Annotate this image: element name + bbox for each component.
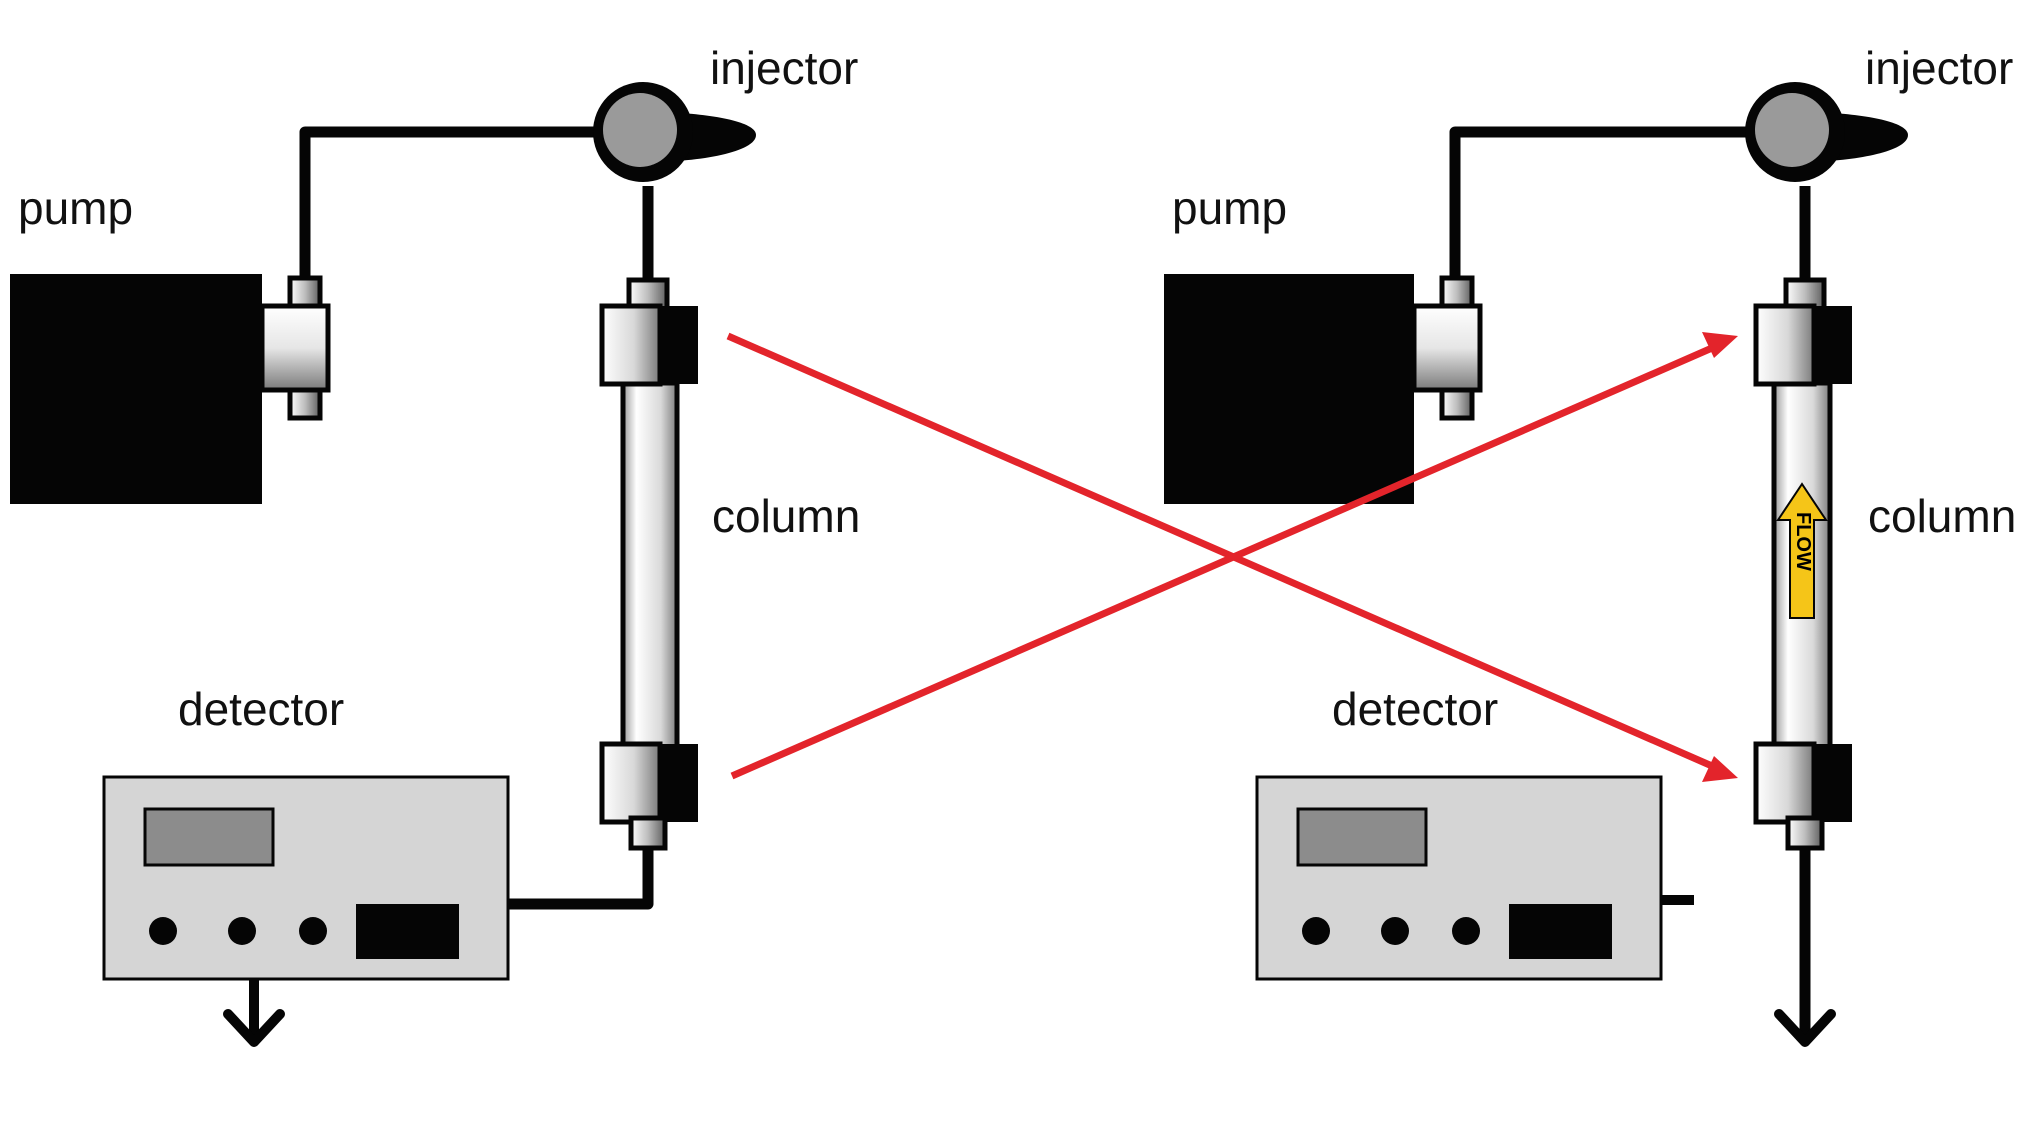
pump-body bbox=[10, 274, 262, 504]
inlet-to-bottom-arrowhead bbox=[1702, 756, 1738, 782]
detector-knob bbox=[149, 917, 177, 945]
detector-panel bbox=[356, 904, 459, 959]
outlet-arrow bbox=[1774, 1009, 1836, 1047]
pump-label: pump bbox=[18, 182, 133, 234]
detector-screen bbox=[1296, 807, 1428, 867]
waste-arrow bbox=[223, 1009, 285, 1047]
flow-label: FLOW bbox=[1792, 512, 1814, 571]
detector-knob bbox=[1302, 917, 1330, 945]
column-bottom-fitting bbox=[1753, 741, 1817, 825]
column-reversed: FLOW bbox=[1753, 277, 1852, 851]
injector-rotor bbox=[603, 93, 677, 167]
column-label: column bbox=[712, 490, 860, 542]
detector-label: detector bbox=[178, 683, 344, 735]
detector-label: detector bbox=[1332, 683, 1498, 735]
column-outlet-fitting bbox=[599, 741, 663, 825]
inlet-to-bottom-arrow-line bbox=[726, 332, 1714, 770]
pump-label: pump bbox=[1172, 182, 1287, 234]
detector bbox=[102, 775, 510, 1047]
pump-outlet-fitting bbox=[259, 303, 331, 393]
column-swap-arrows bbox=[726, 332, 1738, 782]
injector-label: injector bbox=[710, 42, 858, 94]
detector-screen bbox=[143, 807, 275, 867]
detector-knob bbox=[1452, 917, 1480, 945]
detector-knob bbox=[299, 917, 327, 945]
pump-to-injector-tubing bbox=[299, 126, 600, 285]
column-to-detector-tubing bbox=[508, 840, 654, 910]
column-top-fitting bbox=[1753, 303, 1817, 387]
detector-knob bbox=[228, 917, 256, 945]
pump-to-injector-tubing bbox=[1449, 126, 1750, 285]
injector-rotor bbox=[1755, 93, 1829, 167]
pump-body bbox=[1164, 274, 1414, 504]
pump-outlet-fitting bbox=[1411, 303, 1483, 393]
column-tube bbox=[620, 380, 680, 776]
pump-outlet-nut-top bbox=[1439, 275, 1475, 311]
column-label: column bbox=[1868, 490, 2016, 542]
injector-valve bbox=[1745, 82, 1908, 182]
injector-label: injector bbox=[1865, 42, 2013, 94]
detector-panel bbox=[1509, 904, 1612, 959]
column-normal bbox=[599, 277, 698, 851]
outlet-to-top-arrow-line bbox=[730, 344, 1714, 780]
flow-direction-arrow: FLOW bbox=[1776, 482, 1828, 619]
right-setup: FLOW pump injector column detector bbox=[1164, 42, 2016, 1047]
detector bbox=[1255, 775, 1694, 981]
injector-valve bbox=[593, 82, 756, 182]
left-setup: pump injector column detector bbox=[10, 42, 860, 1047]
outlet-to-top-arrowhead bbox=[1702, 332, 1738, 358]
column-inlet-fitting bbox=[599, 303, 663, 387]
detector-knob bbox=[1381, 917, 1409, 945]
